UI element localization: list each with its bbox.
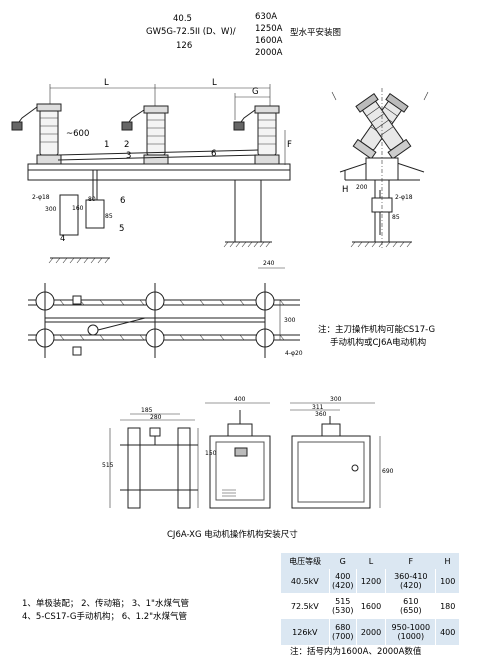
cell-F: 950-1000 (1000) xyxy=(385,619,436,645)
cell-G: 515 (530) xyxy=(328,593,357,619)
cabinet-front-view xyxy=(109,413,199,509)
cabinet-side-view xyxy=(205,402,271,509)
header-G: G xyxy=(329,553,357,569)
legend-row-2: 4、5-CS17-G手动机构； 6、1.2"水煤气管 xyxy=(22,612,188,622)
dim-85-right: 85 xyxy=(392,214,400,221)
cabinet-caption: CJ6A-XG 电动机操作机构安装尺寸 xyxy=(167,530,298,540)
table-row: 126kV 680 (700) 2000 950-1000 (1000) 400 xyxy=(281,619,459,645)
dim-200: 200 xyxy=(356,184,368,191)
cell-voltage: 40.5kV xyxy=(281,569,330,593)
dim-160: 160 xyxy=(72,205,84,212)
cell-G: 400 (420) xyxy=(328,569,357,593)
side-elevation-view xyxy=(331,88,429,250)
header-H: H xyxy=(435,553,459,569)
note-line-1: 注：主刀操作机构可能CS17-G xyxy=(318,325,436,335)
cell-L: 2000 xyxy=(355,619,386,645)
table-row: 40.5kV 400 (420) 1200 360-410 (420) 100 xyxy=(281,569,459,593)
title-voltage-bottom: 126 xyxy=(176,41,193,51)
dim-240: 240 xyxy=(263,260,275,267)
plan-view xyxy=(28,267,300,358)
header-voltage: 电压等级 xyxy=(281,553,330,569)
header-L: L xyxy=(356,553,386,569)
dim-85-left: 85 xyxy=(105,213,113,220)
table-row: 72.5kV 515 (530) 1600 610 (650) 180 xyxy=(281,593,459,619)
dim-300-plan: 300 xyxy=(284,317,296,324)
insulator-left xyxy=(11,103,62,165)
cab-dim-300: 300 xyxy=(330,396,342,403)
cell-L: 1200 xyxy=(355,569,386,593)
cell-voltage: 126kV xyxy=(281,619,330,645)
dim-80: 80 xyxy=(88,196,96,203)
dim-L-right: L xyxy=(212,78,217,88)
dim-H: H xyxy=(342,185,349,195)
part-1: 1 xyxy=(104,140,110,150)
cab-dim-311: 311 xyxy=(312,404,324,411)
part-6-top: 6 xyxy=(211,149,217,159)
holes-4-phi20: 4-φ20 xyxy=(285,350,303,357)
title-model: GW5G-72.5II (D、W)/ xyxy=(146,27,236,37)
dim-G: G xyxy=(252,87,259,97)
cell-G: 680 (700) xyxy=(328,619,357,645)
spec-table: 电压等级 G L F H 40.5kV 400 (420) 1200 360-4… xyxy=(281,553,459,645)
cab-dim-280: 280 xyxy=(150,414,162,421)
title-current-4: 2000A xyxy=(255,48,283,58)
cell-H: 400 xyxy=(435,619,459,645)
dim-300-left: 300 xyxy=(45,206,57,213)
table-footnote: 注：括号内为1600A、2000A数值 xyxy=(290,647,422,657)
cab-dim-690: 690 xyxy=(382,468,394,475)
cell-H: 100 xyxy=(435,569,459,593)
cell-H: 180 xyxy=(435,593,459,619)
part-2: 2 xyxy=(124,140,130,150)
cabinet-top-view xyxy=(290,402,381,509)
hole-right: 2-φ18 xyxy=(395,194,413,201)
title-current-1: 630A xyxy=(255,12,278,22)
part-5: 5 xyxy=(119,224,125,234)
cab-dim-150: 150 xyxy=(205,450,217,457)
cell-F: 610 (650) xyxy=(385,593,436,619)
front-elevation-view xyxy=(11,84,291,264)
hole-left: 2-φ18 xyxy=(32,194,50,201)
cab-dim-515: 515 xyxy=(102,462,114,469)
title-current-2: 1250A xyxy=(255,24,283,34)
title-suffix: 型水平安装图 xyxy=(290,28,342,38)
insulator-middle xyxy=(121,105,169,165)
note-line-2: 手动机构或CJ6A电动机构 xyxy=(330,338,427,348)
header-F: F xyxy=(385,553,436,569)
cell-voltage: 72.5kV xyxy=(281,593,330,619)
part-6-bottom: 6 xyxy=(120,196,126,206)
title-voltage-top: 40.5 xyxy=(173,14,192,24)
dim-600: ~600 xyxy=(66,129,90,139)
cab-dim-360: 360 xyxy=(315,411,327,418)
spec-table-header: 电压等级 G L F H xyxy=(281,553,459,569)
part-3: 3 xyxy=(126,151,132,161)
cab-dim-400: 400 xyxy=(234,396,246,403)
title-current-3: 1600A xyxy=(255,36,283,46)
legend-row-1: 1、单极装配； 2、传动箱； 3、1"水煤气管 xyxy=(22,599,189,609)
cell-F: 360-410 (420) xyxy=(385,569,436,593)
dim-F: F xyxy=(287,140,292,150)
cell-L: 1600 xyxy=(355,593,386,619)
part-4: 4 xyxy=(60,234,66,244)
dim-L-left: L xyxy=(104,78,109,88)
cab-dim-185: 185 xyxy=(141,407,153,414)
insulator-right xyxy=(233,105,280,165)
